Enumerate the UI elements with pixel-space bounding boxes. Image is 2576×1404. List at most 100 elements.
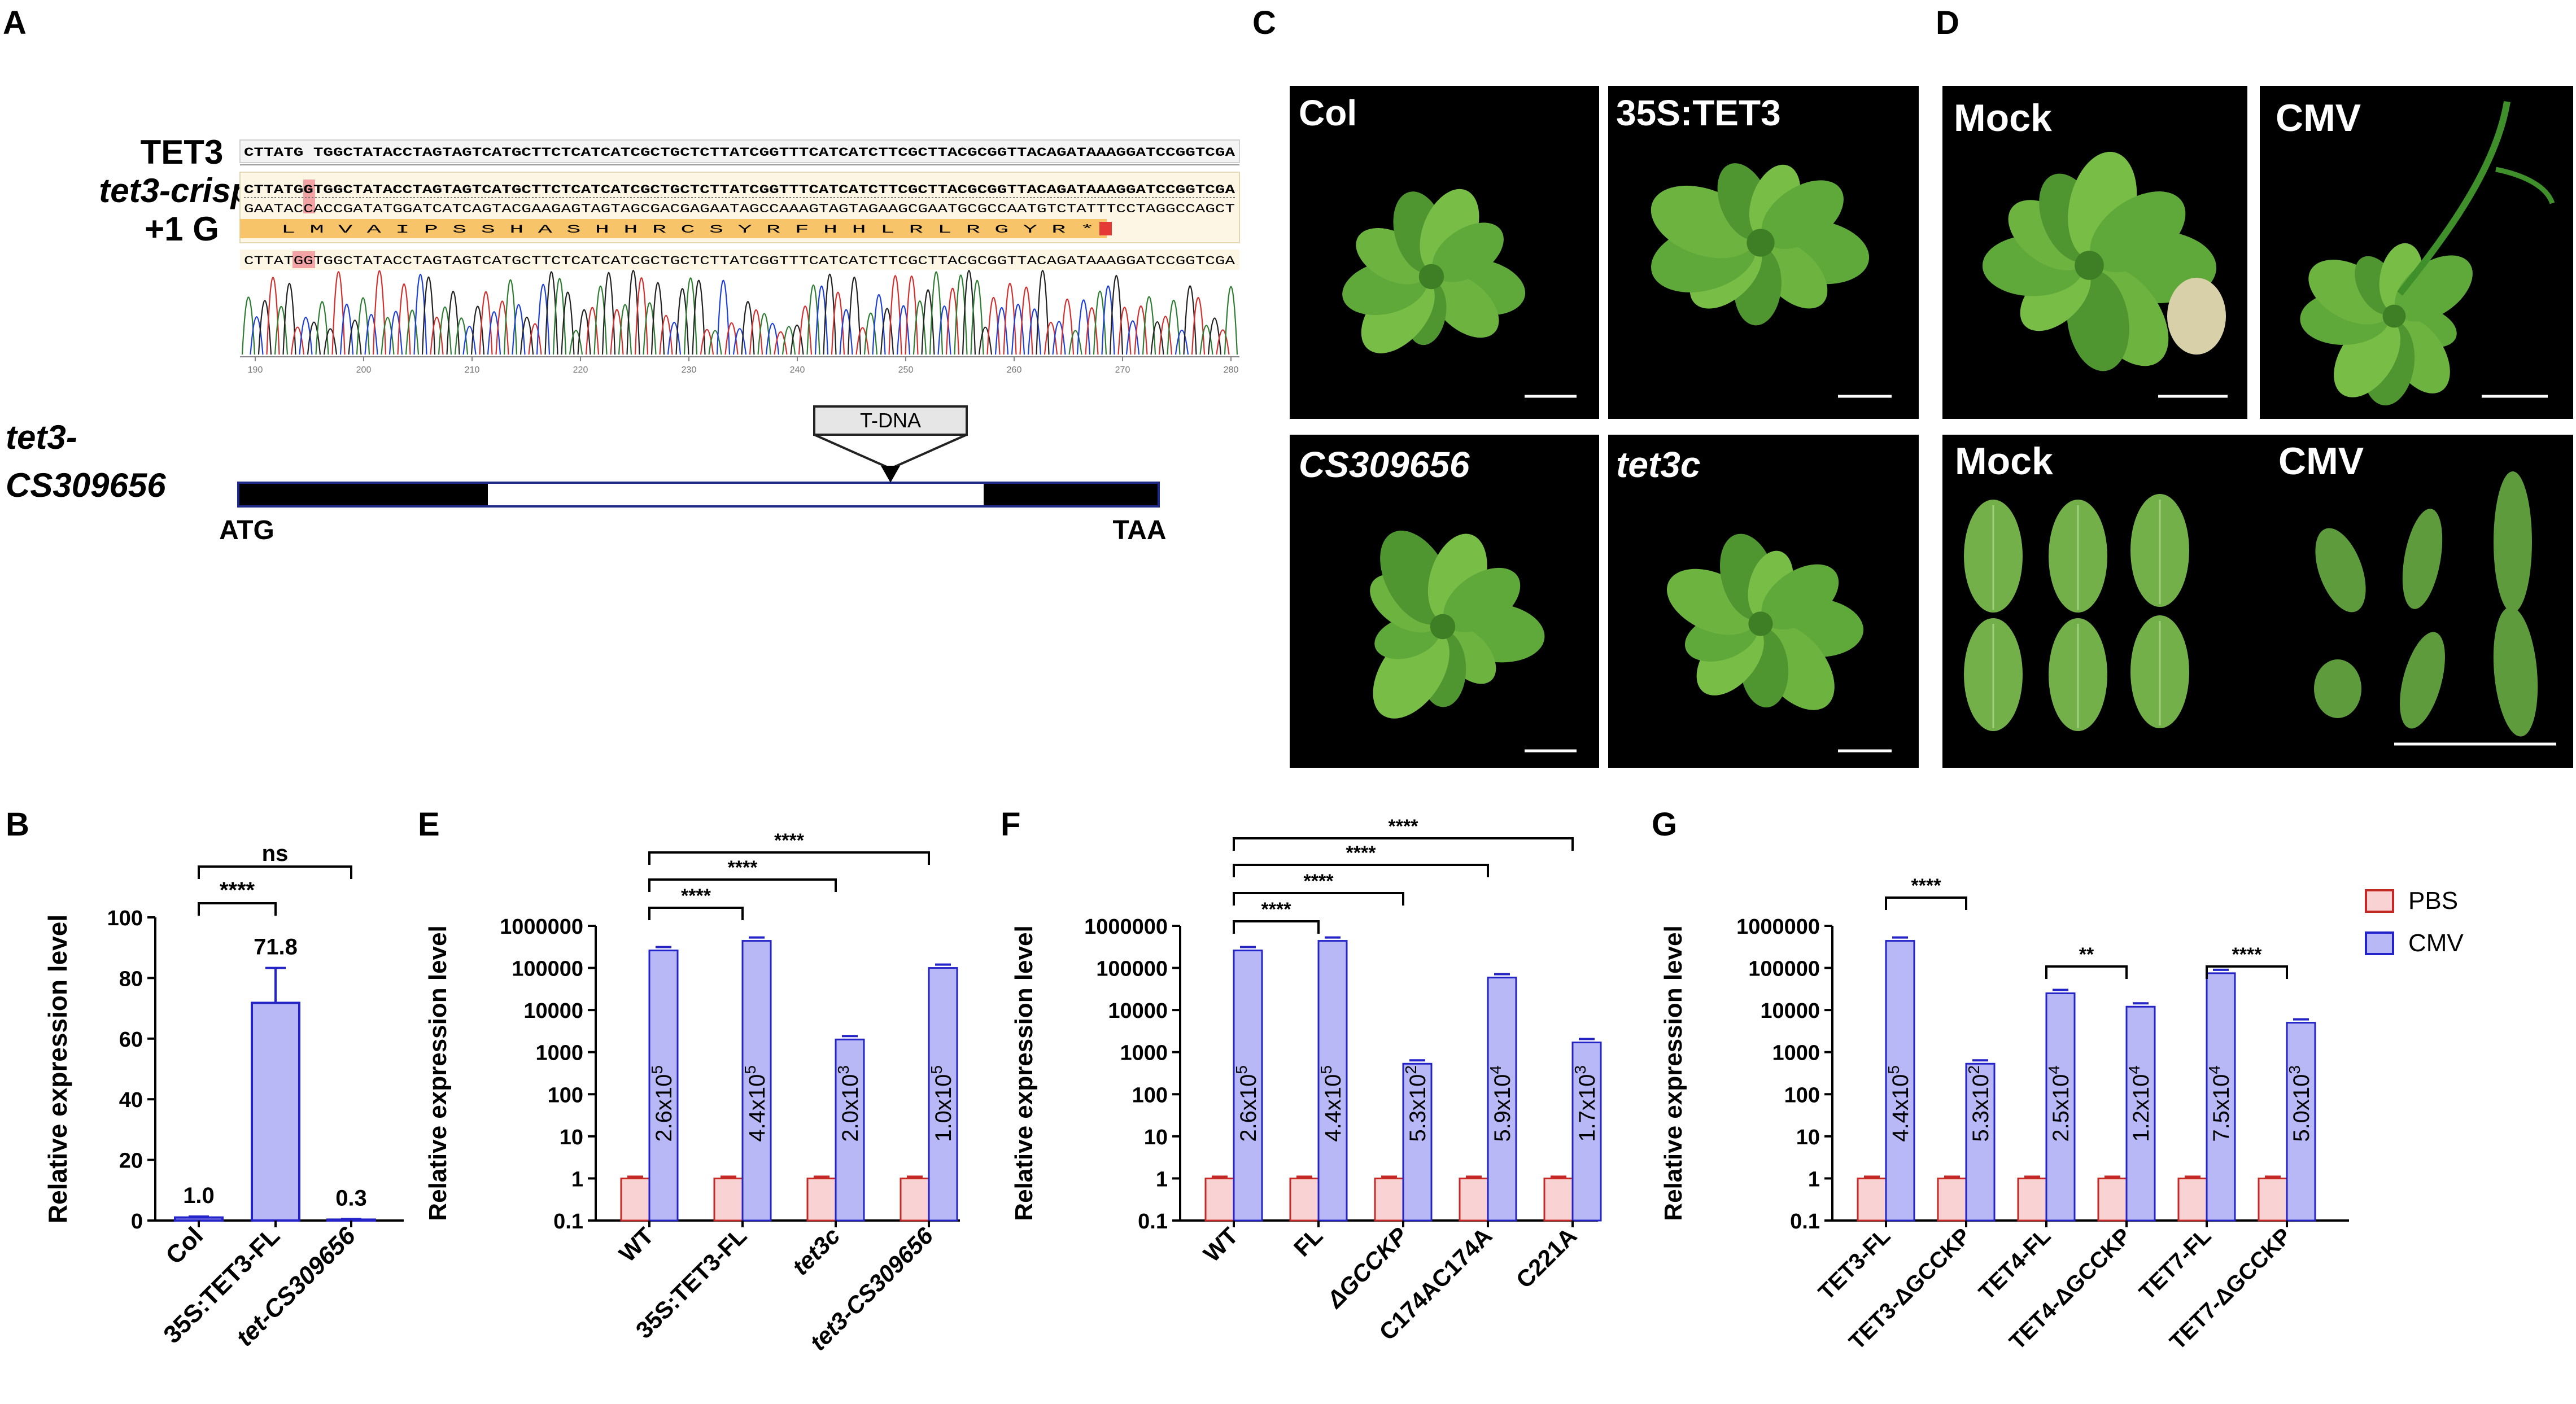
plant-rosette [1342,189,1526,353]
bar-pbs [1857,1177,1887,1222]
chromatogram-peak [675,288,689,355]
chromatogram-peak [1068,330,1082,355]
chromatogram-peak [585,307,600,355]
y-tick-label: 1000000 [500,915,583,939]
chromatogram-peak [643,302,657,355]
bar-value-label: 1.7x103 [1571,1065,1600,1142]
chromatogram-tick-label: 260 [1007,365,1022,375]
chromatogram-peak [978,326,993,355]
gene-label-line2: CS309656 [6,466,166,504]
significance-label: **** [1304,871,1334,892]
x-tick-label: TET7-FL [2134,1223,2216,1305]
stop-codon-mark [1099,222,1112,235]
bar-cmv [2045,992,2076,1222]
chromatogram-peak [1183,285,1197,355]
chromatogram-peak [692,279,706,355]
chromatogram-peak [1199,325,1213,355]
legend-label-pbs: PBS [2408,887,2458,915]
bar-pbs [2177,1177,2208,1222]
chromatogram-peak [1224,286,1238,355]
chromatogram-peak [847,276,862,355]
chromatogram-tick-label: 200 [356,365,372,375]
chromatogram-peak [544,271,558,355]
significance-bracket [1233,864,1489,877]
chromatogram-peak [593,286,608,355]
chromatogram-peak [1076,299,1091,355]
bar-cmv [1487,977,1517,1222]
bar-pbs [1289,1177,1320,1222]
photo-mock: Mock [1942,86,2247,419]
aa-translation-text: L M V A I P S S H A S H H R C S Y R F H … [281,224,1094,237]
bar-pbs [1204,1177,1235,1222]
gene-label-line1: tet3- [6,418,77,456]
chromatogram-peak [290,326,305,355]
chromatogram-peak [438,306,452,355]
chromatogram-peak [708,330,722,355]
chromatogram-peak [1085,307,1099,355]
chromatogram-peak [1158,316,1173,355]
chromatogram-peak [814,285,829,355]
chromatogram-peak [348,320,362,355]
senescent-leaf [2167,278,2226,355]
chromatogram-peak [479,291,493,355]
significance-label: **** [1911,875,1942,896]
x-tick-label: TET4-FL [1974,1223,2055,1305]
chromatogram-peak [577,309,591,355]
x-tick-label: tet3c [787,1222,845,1280]
bar-pbs [620,1177,650,1222]
significance-label: ns [262,841,289,866]
y-axis-title: Relative expression level [1660,925,1687,1221]
chromatogram-peak [1175,329,1189,355]
chromatogram-peak [855,327,870,355]
y-tick-label: 10 [1144,1126,1168,1149]
chromatogram-peak [241,296,256,355]
significance-bracket [1233,920,1320,934]
x-tick-label: FL [1289,1222,1328,1262]
x-tick-label: C221A [1511,1222,1582,1293]
panel-d: D Mock CMV Mock CMV [1936,5,2573,768]
tet3-crispr-label: tet3-crispr [99,172,267,209]
ref-seq-text: CTTATG TGGCTATACCTAGTAGTCATGCTTCTCATCATC… [244,146,1235,160]
chromatogram-peak [618,304,632,355]
ref-seq-row [239,139,1240,163]
bar-pbs [900,1177,930,1222]
chromatogram-peak [470,305,485,355]
bar-value-label: 5.9x104 [1487,1065,1515,1142]
plus-one-g-label: +1 G [145,210,219,248]
bar-cmv [1571,1042,1602,1222]
chromatogram-peak [659,314,673,355]
exon-2 [984,484,1158,505]
legend-swatch-pbs [2365,889,2394,913]
photo-frame [1942,435,2573,768]
read-insertion-highlight [292,251,315,268]
chromatogram-peak [331,271,346,355]
chromatogram-peak [634,277,649,355]
y-tick-label: 1000 [1772,1042,1820,1065]
complement-seq-text: GAATACCACCGATATGGATCATCAGTACGAAGAGTAGTAG… [244,202,1235,216]
chromatogram-peak [610,309,624,355]
chromatogram-tick-label: 220 [573,365,588,375]
significance-label: **** [681,885,711,907]
chromatogram-peak [774,331,788,355]
chromatogram-peak [1093,290,1107,355]
chromatogram-peak [757,313,771,355]
bar-pbs [1374,1177,1404,1222]
y-axis-title: Relative expression level [424,925,452,1221]
significance-bracket [648,907,744,920]
chromatogram-peak [381,317,395,355]
chromatogram-peak [724,322,739,355]
y-tick-label: 1000000 [1736,915,1820,939]
chromatogram-peak [1036,270,1050,355]
significance-bracket [1885,896,1967,910]
chromatogram-peak [994,307,1009,355]
chromatogram-peak [536,283,551,355]
tdna-label: T-DNA [860,409,921,432]
photo-cs309656: CS309656 [1290,435,1599,768]
significance-bracket [648,851,930,865]
chart-e: 0.11101001000100001000001000000Relative … [424,830,960,1355]
panel-c: C Col 35S:TET3 CS309656 tet3c [1252,5,1919,768]
significance-label: **** [1389,816,1419,837]
chart-f: 0.11101001000100001000001000000Relative … [1010,816,1602,1345]
chromatogram-tick-label: 240 [790,365,805,375]
y-tick-label: 100 [1784,1083,1820,1107]
